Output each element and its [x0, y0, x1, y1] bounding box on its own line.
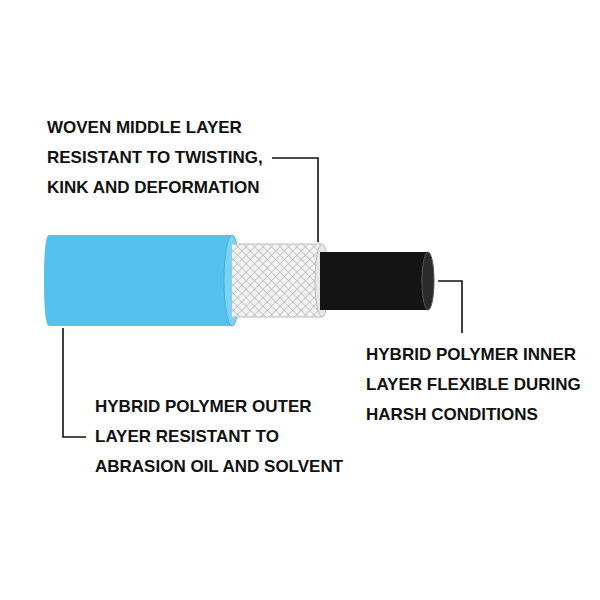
inner-layer-end: [422, 252, 434, 310]
callout-label: HYBRID POLYMER INNER LAYER FLEXIBLE DURI…: [366, 340, 594, 430]
callout-label: WOVEN MIDDLE LAYER RESISTANT TO TWISTING…: [47, 113, 277, 203]
woven-layer-edge: [232, 317, 322, 318]
leader-line: [272, 158, 318, 242]
woven-layer: [232, 244, 322, 317]
callout-label: HYBRID POLYMER OUTER LAYER RESISTANT TO …: [95, 392, 357, 482]
outer-layer: [44, 235, 232, 326]
leader-line: [438, 281, 462, 333]
woven-layer-edge: [232, 244, 322, 245]
inner-layer: [320, 252, 428, 310]
leader-line: [63, 328, 86, 437]
